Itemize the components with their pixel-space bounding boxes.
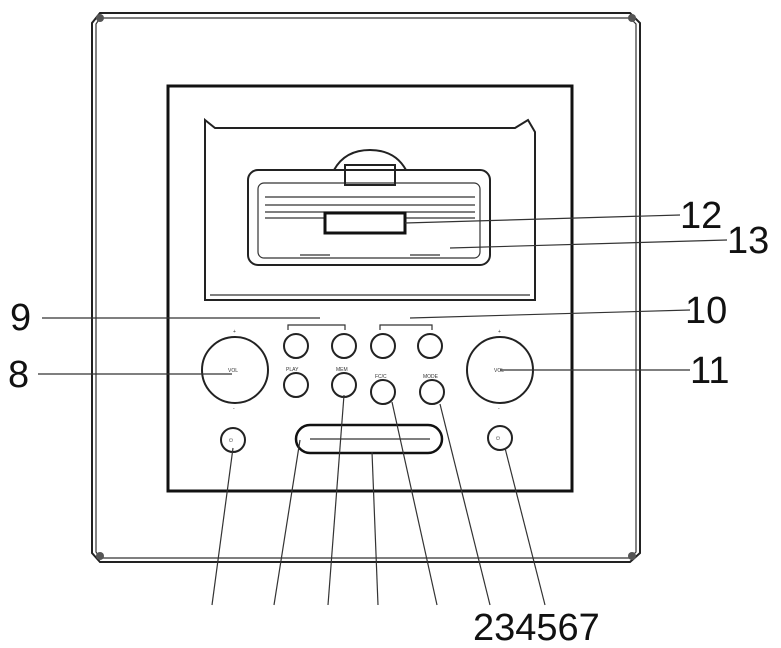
mode-button[interactable]: [419, 379, 445, 405]
callout-10: 10: [685, 290, 727, 332]
mem-button[interactable]: [331, 372, 357, 398]
svg-text:FC/C: FC/C: [375, 374, 387, 380]
dock-connector: [323, 211, 407, 235]
svg-text:VOL: VOL: [228, 368, 238, 374]
callout-9: 9: [10, 297, 31, 339]
fc-c-button[interactable]: [370, 379, 396, 405]
corner-screw-bottom-left: [96, 552, 104, 560]
svg-text:-: -: [498, 406, 500, 412]
svg-text:⏻: ⏻: [496, 436, 500, 442]
outer-housing: [91, 12, 641, 563]
button-right-1[interactable]: [370, 333, 396, 359]
button-left-2[interactable]: [331, 333, 357, 359]
power-button-right[interactable]: [487, 425, 513, 451]
svg-text:PLAY: PLAY: [286, 367, 299, 373]
corner-screw-top-left: [96, 14, 104, 22]
svg-text:+: +: [233, 329, 236, 335]
callout-12: 12: [680, 195, 722, 237]
callout-8: 8: [8, 354, 29, 396]
top-button-row: [283, 324, 443, 359]
svg-text:-: -: [233, 406, 235, 412]
callout-11: 11: [690, 350, 729, 392]
play-pause-button[interactable]: [283, 372, 309, 398]
corner-screw-bottom-right: [628, 552, 636, 560]
svg-text:VOL: VOL: [494, 368, 504, 374]
button-right-2[interactable]: [417, 333, 443, 359]
svg-text:+: +: [498, 329, 501, 335]
dock-cradle: [204, 117, 536, 301]
callout-13: 13: [727, 220, 769, 262]
callout-lines: [38, 214, 728, 606]
second-button-row: PLAY MEM FC/C MODE: [283, 367, 445, 405]
callout-bottom: 234567: [473, 607, 600, 648]
left-knob[interactable]: VOL + -: [201, 329, 269, 412]
corner-screw-top-right: [628, 14, 636, 22]
inner-panel: [166, 84, 574, 493]
svg-text:MEM: MEM: [336, 367, 348, 373]
svg-text:MODE: MODE: [423, 374, 439, 380]
button-left-1[interactable]: [283, 333, 309, 359]
svg-text:⏻: ⏻: [229, 438, 233, 444]
